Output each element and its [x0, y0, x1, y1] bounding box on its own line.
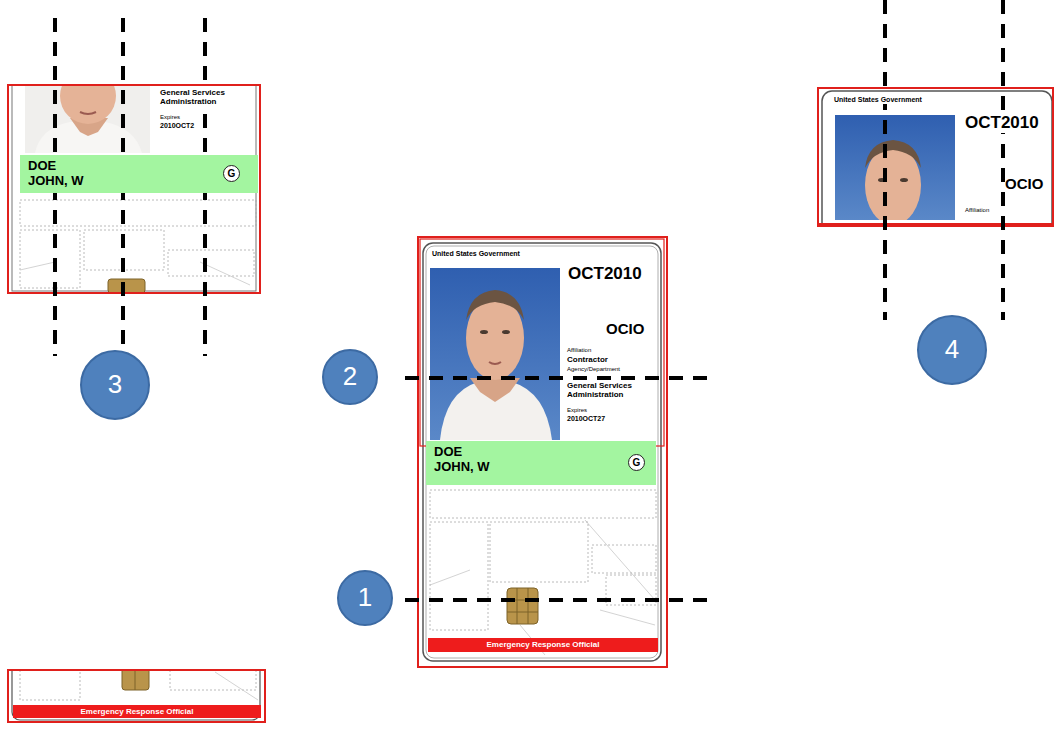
- card-text: Affiliation: [965, 207, 989, 214]
- cropped-card: [60, 86, 116, 124]
- node-text: 2: [343, 362, 357, 392]
- cropped-card: [168, 250, 254, 276]
- cropped-card: [8, 670, 265, 722]
- callout-number: 2: [322, 349, 378, 405]
- node-text: 3: [108, 370, 122, 400]
- cropped-card: [818, 88, 1053, 291]
- main-card: [507, 588, 538, 624]
- main-card: [430, 490, 656, 518]
- cropped-card: [215, 672, 258, 700]
- card-text: 2010OCT27: [567, 415, 605, 423]
- node-text: G: [228, 169, 236, 179]
- node-text: DOE JOHN, W: [28, 159, 92, 189]
- category-circle: G: [223, 165, 240, 182]
- cut-line: [405, 376, 712, 380]
- callout-number: 3: [80, 350, 150, 420]
- name-band: DOE JOHN, W G: [426, 441, 656, 485]
- main-card: [489, 362, 501, 364]
- main-card: [430, 570, 470, 585]
- cropped-card: [900, 178, 908, 182]
- main-card: [430, 490, 656, 630]
- main-card: [592, 545, 656, 573]
- card-text: Expires: [567, 407, 587, 414]
- main-card: [507, 612, 538, 613]
- card-text: General Services Administration: [567, 381, 641, 399]
- cropped-card: [8, 68, 260, 293]
- main-card: [420, 239, 664, 446]
- node-text: DOE JOHN, W: [434, 445, 498, 475]
- main-card: [418, 237, 667, 667]
- main-card: [507, 588, 538, 624]
- main-card: [426, 246, 658, 658]
- cropped-card: [20, 670, 256, 700]
- cropped-card: [200, 262, 250, 285]
- card-text: United States Government: [834, 96, 922, 104]
- card-text: General Services Administration: [160, 88, 234, 106]
- main-card: [470, 378, 520, 402]
- callout-number: 1: [337, 570, 393, 626]
- main-card: [528, 588, 529, 624]
- card-text: Contractor: [567, 355, 608, 364]
- cropped-card: [80, 112, 96, 114]
- main-card: [430, 522, 488, 630]
- cropped-card: [818, 223, 1053, 227]
- card-text: Agency/Department: [567, 366, 620, 373]
- card-text: Expires: [160, 114, 180, 121]
- cropped-card: [25, 86, 150, 153]
- cropped-card: [865, 140, 921, 168]
- callout-number: 4: [917, 315, 987, 385]
- cropped-card: [835, 115, 955, 220]
- card-text: Affiliation: [567, 347, 591, 354]
- main-card: [517, 588, 518, 624]
- main-card: [600, 610, 655, 625]
- main-card: [480, 330, 488, 334]
- cut-line: [883, 0, 887, 320]
- cropped-card: [20, 262, 55, 270]
- cut-line: [55, 0, 1003, 600]
- cropped-card: [8, 640, 265, 722]
- cropped-card: [122, 670, 149, 690]
- cropped-card: [818, 88, 1053, 226]
- main-card: [430, 268, 560, 440]
- card-text: OCIO: [606, 320, 644, 337]
- cropped-card: [20, 230, 80, 288]
- cropped-card: [170, 670, 256, 690]
- card-text: OCT2010: [568, 264, 642, 284]
- card-text: 2010OCT2: [160, 122, 194, 130]
- cropped-card: [12, 670, 260, 720]
- cropped-card: [8, 85, 260, 293]
- main-card: [502, 330, 510, 334]
- node-text: Emergency Response Official: [487, 640, 600, 649]
- main-card: [466, 290, 524, 320]
- card-text: OCT2010: [965, 113, 1039, 133]
- cropped-card: [822, 91, 1052, 225]
- cropped-card: [108, 279, 145, 293]
- main-card: [418, 237, 667, 667]
- node-text: G: [633, 458, 641, 468]
- cut-line: [405, 598, 712, 602]
- cropped-card: [135, 670, 136, 690]
- main-card: [585, 520, 655, 600]
- cropped-card: [822, 91, 1052, 225]
- main-card: [430, 268, 560, 440]
- main-card: [430, 520, 655, 655]
- cut-line: [1001, 0, 1005, 320]
- cropped-card: [12, 670, 260, 720]
- role-band: Emergency Response Official: [428, 638, 658, 652]
- card-text: United States Government: [432, 250, 520, 258]
- node-text: 4: [945, 335, 959, 365]
- card-text: OCIO: [1005, 175, 1043, 192]
- node-text: Emergency Response Official: [81, 707, 194, 716]
- category-circle: G: [628, 454, 645, 471]
- role-band: Emergency Response Official: [13, 705, 261, 718]
- name-band: DOE JOHN, W G: [20, 155, 258, 193]
- main-card: [490, 522, 588, 582]
- node-text: 1: [358, 583, 372, 613]
- cropped-card: [20, 670, 80, 700]
